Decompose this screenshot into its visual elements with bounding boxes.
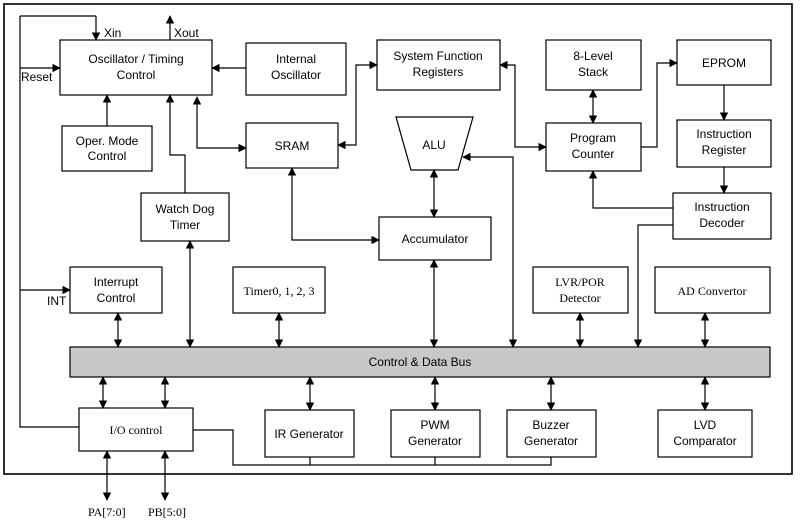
decoder-bus-wire xyxy=(633,224,673,348)
internal-oscillator-line-1: Internal xyxy=(276,52,316,66)
ir-generator-block: IR Generator xyxy=(264,409,355,458)
watchdog-timer-line-2: Timer xyxy=(170,218,200,232)
io-control-block: I/O control xyxy=(78,407,194,452)
xout-label: Xout xyxy=(174,26,199,40)
pa-label: PA[7:0] xyxy=(88,505,126,519)
oper-mode-control-line-2: Control xyxy=(88,149,127,163)
instruction-register-line-2: Register xyxy=(702,143,747,157)
accumulator-label: Accumulator xyxy=(402,232,469,246)
connection-lines xyxy=(19,15,729,501)
pwm-generator-block: PWM Generator xyxy=(390,409,481,458)
eprom-block: EPROM xyxy=(676,39,772,86)
internal-oscillator-line-2: Oscillator xyxy=(271,68,321,82)
osc-sram-wire xyxy=(192,96,247,153)
sram-sfr-wire xyxy=(337,60,378,150)
lvd-comparator-block: LVD Comparator xyxy=(657,409,753,458)
bus-alu-wire xyxy=(462,152,518,348)
lvd-comparator-line-2: Comparator xyxy=(673,434,736,448)
ad-convertor-block: AD Convertor xyxy=(654,266,771,314)
alu-label: ALU xyxy=(422,138,445,152)
sram-block: SRAM xyxy=(245,122,339,169)
ir-generator-label: IR Generator xyxy=(274,427,343,441)
alu-block: ALU xyxy=(395,116,474,171)
oscillator-timing-control-line-1: Oscillator / Timing xyxy=(88,52,183,66)
outer-frame xyxy=(3,3,793,475)
ad-convertor-label: AD Convertor xyxy=(678,284,747,298)
oscillator-timing-control-line-2: Control xyxy=(117,68,156,82)
io-control-label: I/O control xyxy=(110,423,164,437)
reset-label: Reset xyxy=(21,70,53,84)
interrupt-control-line-2: Control xyxy=(97,291,136,305)
control-data-bus-label: Control & Data Bus xyxy=(369,355,472,369)
eprom-label: EPROM xyxy=(702,56,746,70)
stack-line-2: Stack xyxy=(578,65,609,79)
control-data-bus: Control & Data Bus xyxy=(69,346,771,378)
lvr-por-detector-line-1: LVR/POR xyxy=(555,275,605,289)
int-label: INT xyxy=(47,294,67,308)
accumulator-block: Accumulator xyxy=(378,216,492,261)
buzzer-generator-line-1: Buzzer xyxy=(532,418,569,432)
watchdog-timer-line-1: Watch Dog xyxy=(156,202,215,216)
interrupt-control-line-1: Interrupt xyxy=(94,275,139,289)
instruction-decoder-line-2: Decoder xyxy=(699,216,744,230)
system-function-registers-line-1: System Function xyxy=(393,49,482,63)
sram-label: SRAM xyxy=(275,139,310,153)
lvd-comparator-line-1: LVD xyxy=(694,418,717,432)
pb-label: PB[5:0] xyxy=(148,505,186,519)
xin-label: Xin xyxy=(104,26,121,40)
watchdog-osc-wire xyxy=(165,94,186,193)
decoder-pc-wire xyxy=(588,170,673,209)
buzzer-generator-line-2: Generator xyxy=(524,434,578,448)
left-vertical-wire xyxy=(19,16,79,428)
stack-line-1: 8-Level xyxy=(573,49,612,63)
system-function-registers-line-2: Registers xyxy=(413,65,464,79)
acc-sram-wire xyxy=(287,167,380,245)
pwm-generator-line-2: Generator xyxy=(408,434,462,448)
timers-label: Timer0, 1, 2, 3 xyxy=(244,284,315,298)
pc-eprom-wire xyxy=(641,58,678,148)
timers-block: Timer0, 1, 2, 3 xyxy=(232,266,326,314)
lvr-por-detector-line-2: Detector xyxy=(559,291,600,305)
instruction-register-line-1: Instruction xyxy=(696,127,751,141)
instruction-decoder-line-1: Instruction xyxy=(694,200,749,214)
program-counter-line-2: Counter xyxy=(572,147,615,161)
io-generators-wire xyxy=(193,429,552,466)
program-counter-line-1: Program xyxy=(570,131,616,145)
pwm-generator-line-1: PWM xyxy=(420,418,449,432)
oper-mode-control-line-1: Oper. Mode xyxy=(76,134,139,148)
lvr-por-detector-block: LVR/POR Detector xyxy=(532,266,629,314)
sfr-pc-wire xyxy=(499,60,547,152)
